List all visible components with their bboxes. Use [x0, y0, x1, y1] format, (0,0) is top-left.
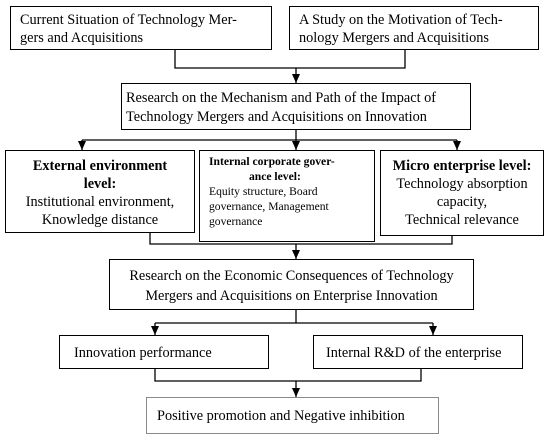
current-situation-box: Current Situation of Technology Mer- ger…	[10, 6, 272, 50]
connector-level-join	[149, 233, 453, 245]
micro-enterprise-title-line-1: Micro enterprise level:	[392, 158, 532, 174]
mechanism-research-line-1: Research on the Mechanism and Path of th…	[126, 90, 437, 106]
mechanism-research-box: Research on the Mechanism and Path of th…	[121, 83, 471, 130]
mechanism-research-line-2: Technology Mergers and Acquisitions on I…	[126, 109, 427, 125]
promotion-inhibition-label: Positive promotion and Negative inhibiti…	[157, 408, 405, 424]
micro-enterprise-body-line-3: Technical relevance	[405, 212, 519, 228]
connector-top-join	[174, 50, 406, 69]
current-situation-line-2: gers and Acquisitions	[20, 30, 144, 46]
current-situation-text: Current Situation of Technology Mer- ger…	[11, 7, 271, 49]
external-environment-title-line-2: level:	[83, 176, 117, 192]
motivation-study-line-1: A Study on the Motivation of Tech-	[299, 12, 503, 28]
external-environment-box: External environment level: Institutiona…	[5, 150, 195, 233]
internal-rd-label: Internal R&D of the enterprise	[326, 345, 502, 361]
innovation-performance-label: Innovation performance	[74, 345, 212, 361]
external-environment-body-line-2: Knowledge distance	[41, 212, 159, 228]
motivation-study-box: A Study on the Motivation of Tech- nolog…	[289, 6, 539, 50]
internal-governance-body-line-1: Equity structure, Board	[209, 185, 318, 198]
external-environment-title-line-1: External environment	[32, 158, 168, 174]
internal-governance-title-line-2: ance level:	[249, 170, 301, 183]
economic-consequences-box: Research on the Economic Consequences of…	[109, 259, 474, 310]
connector-outcome-join	[154, 369, 422, 382]
promotion-inhibition-text: Positive promotion and Negative inhibiti…	[147, 398, 438, 433]
internal-governance-body-line-2: governance, Management	[209, 200, 329, 213]
micro-enterprise-text: Micro enterprise level: Technology absor…	[381, 151, 543, 235]
internal-governance-text: Internal corporate gover- ance level: Eq…	[200, 151, 374, 241]
motivation-study-line-2: nology Mergers and Acquisitions	[299, 30, 489, 46]
internal-governance-box: Internal corporate gover- ance level: Eq…	[199, 150, 375, 242]
micro-enterprise-box: Micro enterprise level: Technology absor…	[380, 150, 544, 236]
external-environment-body-line-1: Institutional environment,	[25, 194, 175, 210]
innovation-performance-box: Innovation performance	[59, 335, 269, 369]
mechanism-research-text: Research on the Mechanism and Path of th…	[122, 84, 470, 129]
current-situation-line-1: Current Situation of Technology Mer-	[20, 12, 237, 28]
micro-enterprise-body-line-1: Technology absorption	[396, 176, 528, 192]
internal-governance-body-line-3: governance	[209, 215, 263, 228]
external-environment-text: External environment level: Institutiona…	[6, 151, 194, 232]
micro-enterprise-body-line-2: capacity,	[436, 194, 488, 210]
internal-rd-text: Internal R&D of the enterprise	[314, 336, 522, 368]
economic-consequences-text: Research on the Economic Consequences of…	[110, 260, 473, 309]
motivation-study-text: A Study on the Motivation of Tech- nolog…	[290, 7, 538, 49]
promotion-inhibition-box: Positive promotion and Negative inhibiti…	[146, 397, 439, 434]
economic-consequences-line-2: Mergers and Acquisitions on Enterprise I…	[145, 288, 438, 304]
innovation-performance-text: Innovation performance	[60, 336, 268, 368]
economic-consequences-line-1: Research on the Economic Consequences of…	[129, 268, 454, 284]
internal-governance-title-line-1: Internal corporate gover-	[209, 155, 335, 168]
internal-rd-box: Internal R&D of the enterprise	[313, 335, 523, 369]
